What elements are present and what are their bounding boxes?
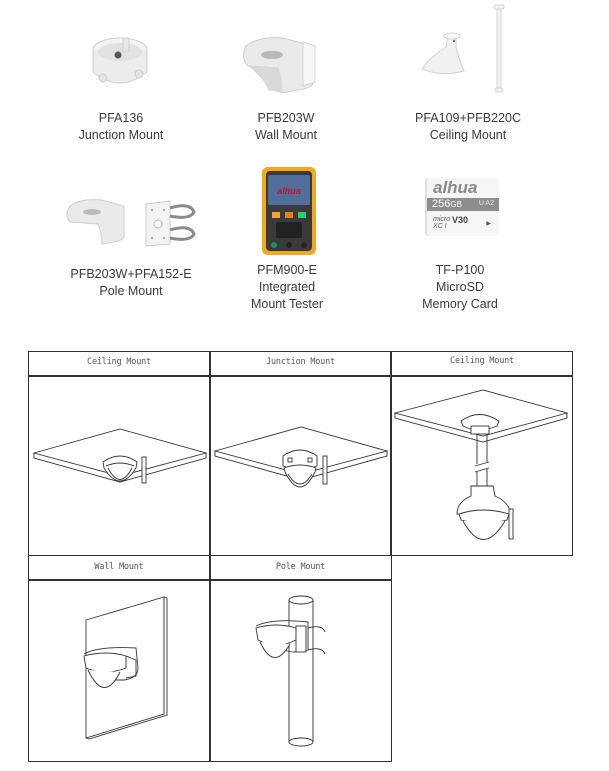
wall-bracket-icon xyxy=(242,37,316,94)
product-caption-pole: PFB203W+PFA152-E Pole Mount xyxy=(41,266,221,300)
product-model: PFA136 xyxy=(98,111,144,125)
product-name: Wall Mount xyxy=(254,128,318,142)
product-caption-pfa136: PFA136 Junction Mount xyxy=(31,110,211,144)
product-name: Integrated xyxy=(258,280,316,294)
product-name: Junction Mount xyxy=(78,128,164,142)
card-marks: U A2 xyxy=(478,200,494,207)
pole-mount-diagram xyxy=(255,595,326,747)
junction-mount-diagram xyxy=(213,426,389,488)
product-model: TF-P100 xyxy=(435,263,485,277)
product-name-2: Memory Card xyxy=(422,297,498,311)
cell-header: Wall Mount xyxy=(94,562,144,572)
product-caption-pfa109: PFA109+PFB220C Ceiling Mount xyxy=(378,110,558,144)
card-capacity: 256 xyxy=(432,198,451,210)
junction-box-icon xyxy=(92,37,148,84)
product-model: PFB203W xyxy=(257,111,315,125)
product-caption-pfm900: PFM900-E Integrated Mount Tester xyxy=(197,262,377,313)
product-caption-tfp100: TF-P100 MicroSD Memory Card xyxy=(370,262,550,313)
card-speed: V30 xyxy=(452,215,469,225)
cell-header: Ceiling Mount xyxy=(87,357,151,367)
cell-header: Pole Mount xyxy=(275,562,326,572)
product-name: Ceiling Mount xyxy=(429,128,507,142)
ceiling-mount-diagram xyxy=(32,428,208,484)
product-model: PFA109+PFB220C xyxy=(415,111,521,125)
card-brand: alhua xyxy=(433,178,478,197)
tester-brand: alhua xyxy=(277,186,301,196)
pole-bracket-icon xyxy=(66,199,196,247)
product-name-2: Mount Tester xyxy=(250,297,324,311)
product-name: Pole Mount xyxy=(99,284,163,298)
ceiling-pendant-icon xyxy=(421,4,505,93)
product-name: MicroSD xyxy=(436,280,484,294)
product-model: PFB203W+PFA152-E xyxy=(70,267,192,281)
card-unit: GB xyxy=(450,200,462,209)
tester-device-icon: alhua xyxy=(262,167,316,255)
product-caption-pfb203w: PFB203W Wall Mount xyxy=(196,110,376,144)
pendant-mount-diagram xyxy=(393,389,569,540)
product-model: PFM900-E xyxy=(257,263,317,277)
cell-header: Ceiling Mount xyxy=(450,356,514,366)
wall-mount-diagram xyxy=(83,596,168,740)
cell-header: Junction Mount xyxy=(266,357,335,367)
